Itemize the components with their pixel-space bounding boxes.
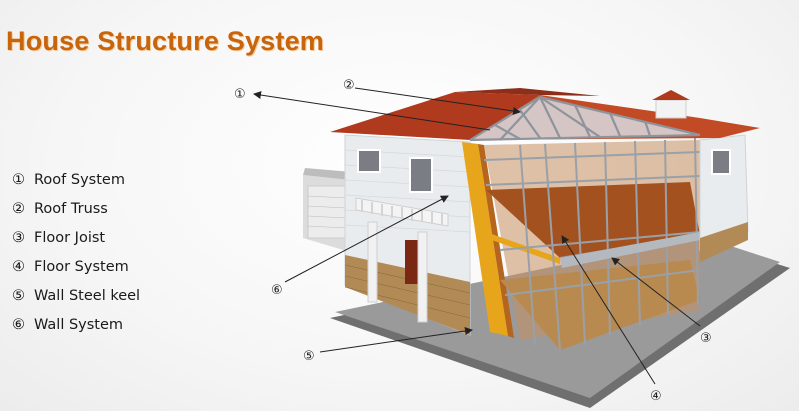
right-window xyxy=(711,149,731,175)
callout-number-3: ③ xyxy=(700,331,712,346)
garage-roof xyxy=(303,168,352,180)
callout-number-5: ⑤ xyxy=(303,349,315,364)
siding-lines xyxy=(344,149,471,233)
legend-label: Wall Steel keel xyxy=(34,288,141,304)
balcony-railing xyxy=(361,200,443,225)
legend-item-wall-steel-keel: ⑤ Wall Steel keel xyxy=(12,288,140,317)
legend-number: ⑥ xyxy=(12,317,25,333)
porch-column xyxy=(367,221,378,303)
callout-arrows xyxy=(253,87,701,385)
legend-label: Floor Joist xyxy=(34,230,106,246)
callout-line-4 xyxy=(561,235,656,385)
legend-label: Roof Truss xyxy=(34,201,108,217)
legend-item-floor-joist: ③ Floor Joist xyxy=(12,230,140,259)
chimney xyxy=(655,99,687,119)
roof-back xyxy=(455,88,600,96)
ground-floor xyxy=(500,260,700,350)
legend-number: ③ xyxy=(12,230,25,246)
legend-item-roof-system: ① Roof System xyxy=(12,172,140,201)
front-door xyxy=(405,240,421,284)
page-title: House Structure System xyxy=(6,26,324,56)
upper-window xyxy=(409,157,433,193)
roof-truss-area xyxy=(470,97,700,140)
legend-label: Roof System xyxy=(34,172,125,188)
right-stone-base xyxy=(700,222,748,262)
legend-item-floor-system: ④ Floor System xyxy=(12,259,140,288)
roof-truss xyxy=(469,95,701,142)
porch-column xyxy=(417,231,428,323)
callout-line-1 xyxy=(253,91,491,131)
legend-number: ② xyxy=(12,201,25,217)
legend-label: Wall System xyxy=(34,317,124,333)
callout-line-2 xyxy=(354,87,521,115)
upper-window xyxy=(357,149,381,173)
callout-number-2: ② xyxy=(343,78,355,93)
legend-number: ① xyxy=(12,172,25,188)
callout-line-3 xyxy=(611,257,701,327)
insulation-layer xyxy=(462,142,508,336)
callout-number-6: ⑥ xyxy=(271,283,283,298)
callout-line-6 xyxy=(284,195,449,283)
callout-line-5 xyxy=(319,327,473,353)
legend-label: Floor System xyxy=(34,259,129,275)
legend-item-wall-system: ⑥ Wall System xyxy=(12,317,140,346)
chimney-cap xyxy=(652,90,690,100)
floor-joist-beam xyxy=(560,232,700,268)
legend-item-roof-truss: ② Roof Truss xyxy=(12,201,140,230)
callout-number-1: ① xyxy=(234,87,246,102)
garage-door xyxy=(307,185,347,239)
legend-number: ④ xyxy=(12,259,25,275)
upper-floor xyxy=(486,182,700,258)
callout-number-4: ④ xyxy=(650,389,662,404)
legend-number: ⑤ xyxy=(12,288,25,304)
